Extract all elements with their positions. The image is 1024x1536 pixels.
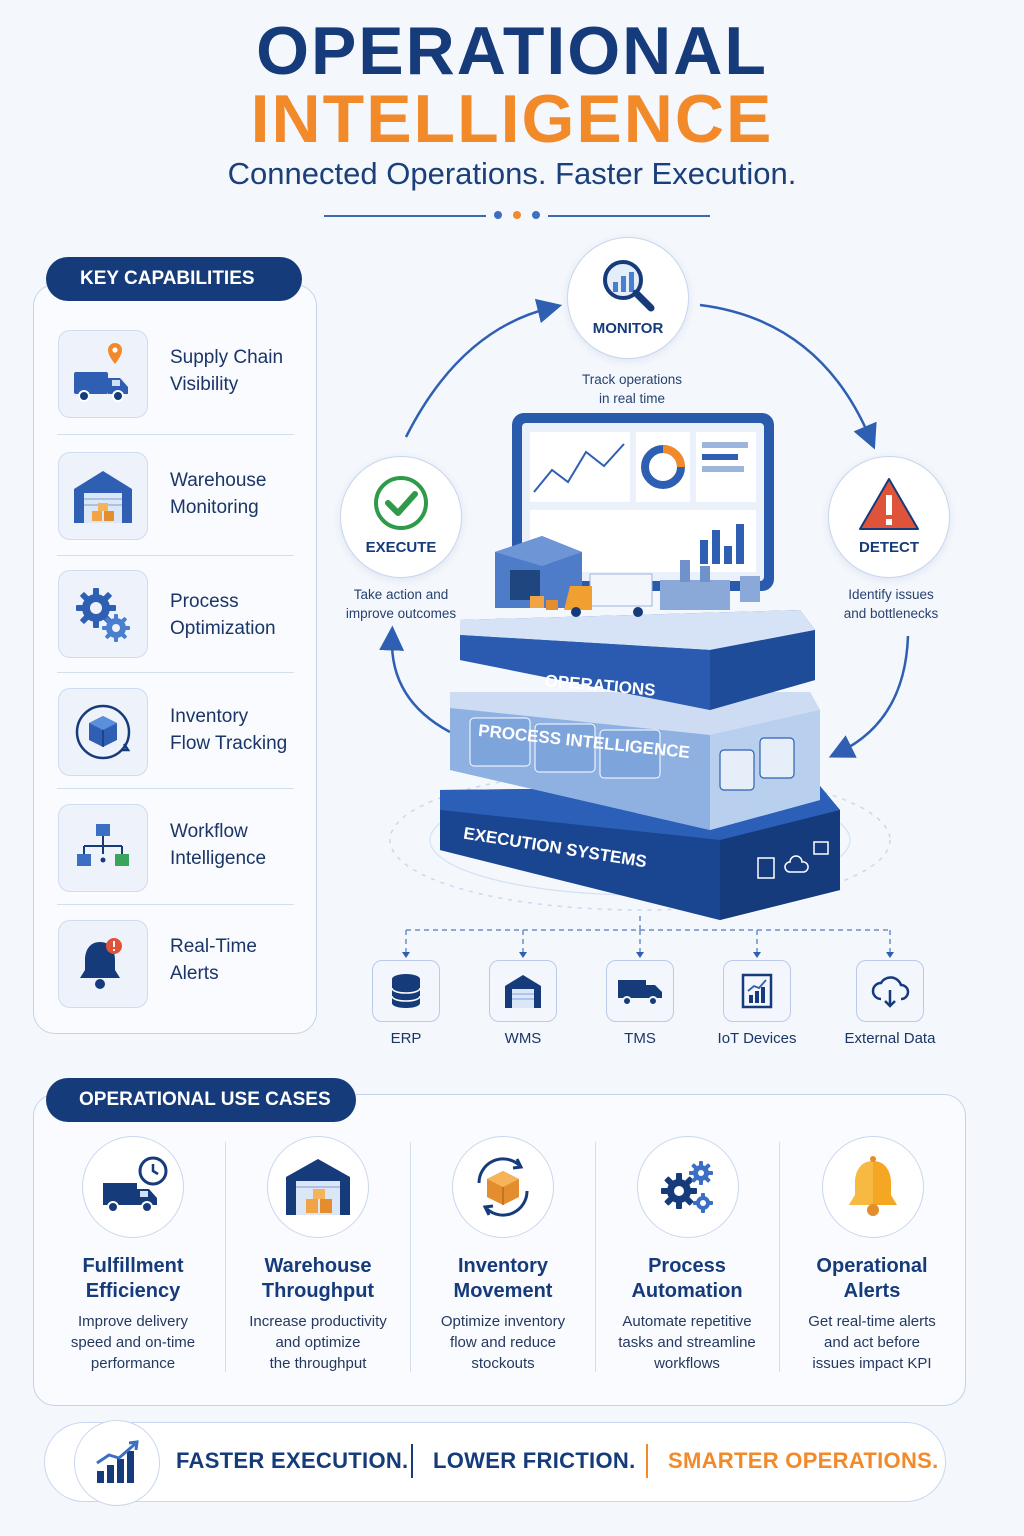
source-connectors bbox=[402, 916, 894, 958]
cycle-arrow-stack-execute bbox=[379, 625, 451, 734]
cycle-arrow-monitor-detect bbox=[699, 303, 877, 450]
cycle-node-execute: EXECUTE bbox=[340, 456, 462, 578]
use-case-separator bbox=[779, 1142, 780, 1372]
growth-chart-icon bbox=[74, 1420, 160, 1506]
dashboard-screen bbox=[512, 413, 774, 591]
cycle-node-detect: DETECT bbox=[828, 456, 950, 578]
capability-separator bbox=[57, 904, 294, 905]
warehouse-icon bbox=[489, 960, 557, 1022]
cloud-icon bbox=[856, 960, 924, 1022]
divider-dot bbox=[494, 211, 502, 219]
inventory-cycle-icon bbox=[58, 688, 148, 776]
source-label: ERP bbox=[390, 1030, 422, 1047]
warning-icon bbox=[859, 478, 919, 530]
stack-layer-process-intelligence bbox=[450, 692, 820, 830]
cycle-label: MONITOR bbox=[592, 320, 664, 337]
truck-clock-icon bbox=[82, 1136, 184, 1238]
source-label: TMS bbox=[624, 1030, 656, 1047]
page-subtitle: Connected Operations. Faster Execution. bbox=[227, 156, 797, 191]
operations-stack-diagram bbox=[379, 298, 910, 920]
capability-separator bbox=[57, 672, 294, 673]
page-title-line1: OPERATIONAL bbox=[256, 13, 768, 89]
footer-text-faster-execution: FASTER EXECUTION. bbox=[176, 1448, 409, 1473]
source-label: External Data bbox=[844, 1030, 936, 1047]
use-cases-heading: OPERATIONAL USE CASES bbox=[46, 1078, 356, 1122]
use-case-separator bbox=[595, 1142, 596, 1372]
warehouse-icon bbox=[58, 452, 148, 540]
divider-dot bbox=[532, 211, 540, 219]
bell-icon bbox=[822, 1136, 924, 1238]
divider-left bbox=[324, 215, 486, 217]
footer-banner bbox=[44, 1422, 946, 1502]
cycle-arrow-detect-stack bbox=[828, 635, 910, 758]
gears-icon bbox=[637, 1136, 739, 1238]
page-title-line2: INTELLIGENCE bbox=[250, 81, 774, 157]
cycle-arrow-execute-monitor bbox=[404, 298, 563, 438]
use-case-separator bbox=[410, 1142, 411, 1372]
capability-separator bbox=[57, 788, 294, 789]
footer-text-lower-friction: LOWER FRICTION. bbox=[433, 1448, 636, 1473]
truck-location-icon bbox=[58, 330, 148, 418]
workflow-icon bbox=[58, 804, 148, 892]
iot-chart-icon bbox=[723, 960, 791, 1022]
truck-icon bbox=[606, 960, 674, 1022]
footer-text-smarter-operations: SMARTER OPERATIONS. bbox=[668, 1448, 939, 1473]
bell-alert-icon bbox=[58, 920, 148, 1008]
database-icon bbox=[372, 960, 440, 1022]
capability-separator bbox=[57, 555, 294, 556]
cycle-label: EXECUTE bbox=[365, 539, 437, 556]
stack-layer-operations bbox=[460, 536, 815, 710]
box-cycle-icon bbox=[452, 1136, 554, 1238]
source-label: WMS bbox=[504, 1030, 542, 1047]
divider-right bbox=[548, 215, 710, 217]
use-case-separator bbox=[225, 1142, 226, 1372]
footer-separator bbox=[646, 1444, 648, 1478]
divider-dot bbox=[513, 211, 521, 219]
footer-separator bbox=[411, 1444, 413, 1478]
capability-separator bbox=[57, 434, 294, 435]
cycle-node-monitor: MONITOR bbox=[567, 237, 689, 359]
magnifier-icon bbox=[603, 260, 655, 312]
key-capabilities-heading: KEY CAPABILITIES bbox=[46, 257, 302, 301]
gears-icon bbox=[58, 570, 148, 658]
warehouse-boxes-icon bbox=[267, 1136, 369, 1238]
source-label: IoT Devices bbox=[717, 1030, 797, 1047]
check-circle-icon bbox=[374, 476, 428, 530]
cycle-label: DETECT bbox=[859, 539, 919, 556]
